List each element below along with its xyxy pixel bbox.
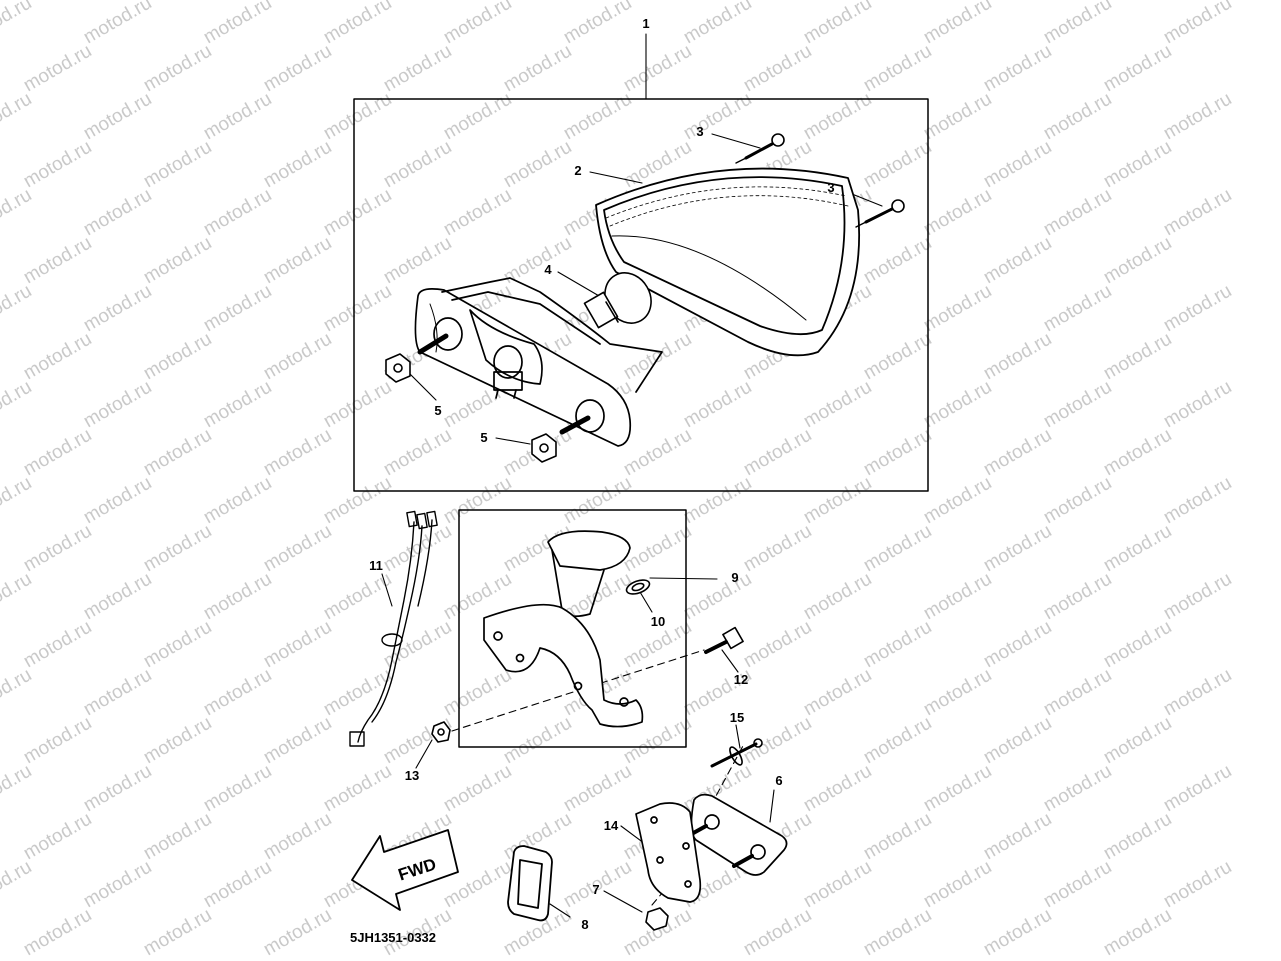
callout-6: 6 [775,773,783,788]
lens-screw-right [855,199,905,228]
callout-5-left: 5 [434,403,442,418]
reflector-part [507,845,553,922]
taillight-assembly-frame [353,98,929,492]
callout-2: 2 [574,163,582,178]
bulb-part [583,272,652,329]
nut-bottom [531,433,557,463]
callout-3-right: 3 [827,180,835,195]
callout-13: 13 [404,768,420,783]
grommet-part [625,579,651,595]
diagram-code: 5JH1351-0332 [350,930,437,945]
plate-bracket-part [635,802,702,903]
wire-harness-part [349,510,438,747]
leader-lines [381,33,883,918]
callout-14: 14 [603,818,619,833]
bracket-nut-part [431,721,451,743]
callout-8: 8 [581,917,589,932]
callout-3-upper: 3 [696,124,704,139]
callout-4: 4 [544,262,552,277]
callout-5-bottom: 5 [480,430,488,445]
callout-7: 7 [592,882,600,897]
callout-15: 15 [729,710,745,725]
fwd-arrow [351,829,459,911]
bracket-bolt-part [704,626,744,654]
callout-12: 12 [733,672,749,687]
plate-bolt-part [710,738,763,768]
nut-left [385,353,411,383]
lens-part [595,167,861,357]
callout-1: 1 [642,16,650,31]
lens-screw-upper [735,133,785,164]
callout-9: 9 [731,570,739,585]
bracket-assembly-frame [458,509,687,748]
small-nut-part [645,907,669,931]
lamp-base-part [414,277,663,447]
bracket-part [483,530,644,728]
callout-11: 11 [369,558,383,573]
callout-10: 10 [650,614,666,629]
